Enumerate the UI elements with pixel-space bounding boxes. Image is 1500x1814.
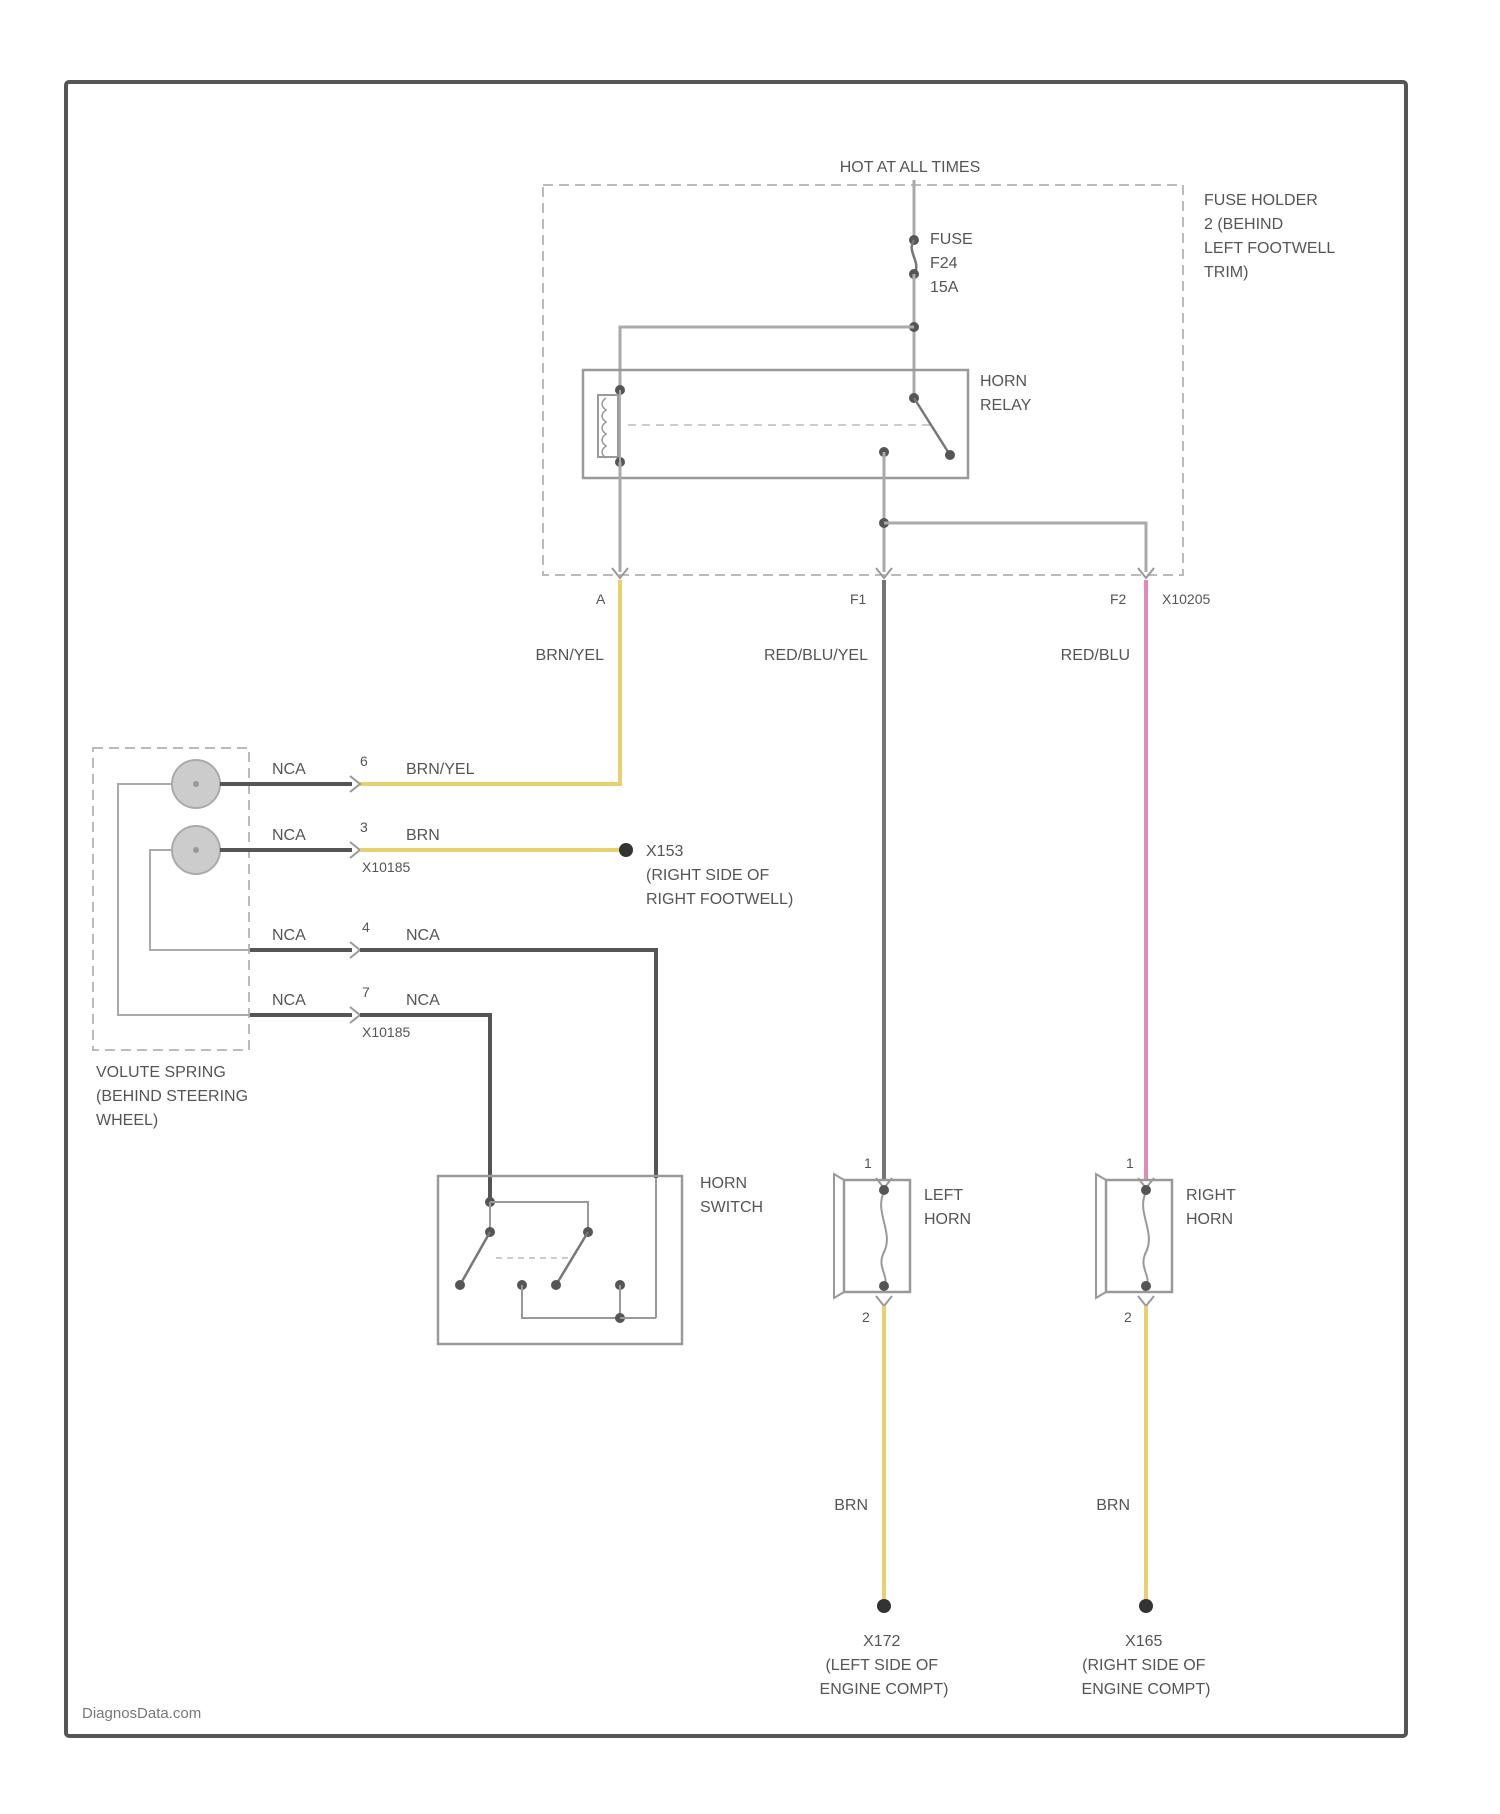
- horn-switch-arm-2: [556, 1232, 588, 1285]
- right-horn-brn-label: BRN: [1096, 1497, 1130, 1514]
- red-blu-yel-wire-label: RED/BLU/YEL: [764, 647, 868, 664]
- relay-coil: [598, 395, 618, 457]
- connector-x10185-label-1: X10185: [362, 859, 410, 875]
- pin-a-label: A: [596, 591, 606, 607]
- fuse-label: FUSE F24 15A: [930, 231, 977, 296]
- horn-switch-return: [522, 1285, 620, 1318]
- left-horn-bell: [834, 1174, 844, 1298]
- horn-switch-label: HORN SWITCH: [700, 1175, 763, 1216]
- horn-switch-contact-5: [551, 1280, 561, 1290]
- pin3-label: 3: [360, 819, 368, 835]
- left-horn-label: LEFT HORN: [924, 1187, 971, 1228]
- ground-x172-label: X172 (LEFT SIDE OF ENGINE COMPT): [820, 1633, 949, 1698]
- right-horn-feed-internal: [884, 523, 1146, 572]
- ground-x153-point: [619, 843, 633, 857]
- left-horn-brn-label: BRN: [834, 1497, 868, 1514]
- connector-x10185-label-2: X10185: [362, 1024, 410, 1040]
- brn-yel-label-pin6: BRN/YEL: [406, 761, 475, 778]
- horn-switch-bridge: [490, 1202, 588, 1232]
- fuse-holder-outline: [543, 185, 1183, 575]
- brn-yel-wire-label: BRN/YEL: [536, 647, 605, 664]
- right-horn-pin2-label: 2: [1124, 1309, 1132, 1325]
- right-horn-terminal-2: [1141, 1281, 1151, 1291]
- pin-f1-label: F1: [850, 591, 867, 607]
- horn-switch-arm-1: [460, 1232, 490, 1285]
- left-horn-terminal-2: [879, 1281, 889, 1291]
- nca-wire-pin7-right: [360, 1015, 490, 1200]
- ground-x165-label: X165 (RIGHT SIDE OF ENGINE COMPT): [1082, 1633, 1211, 1698]
- nca-label-pin4-left: NCA: [272, 927, 306, 944]
- right-horn-terminal-1: [1141, 1185, 1151, 1195]
- volute-spring-outline: [93, 748, 249, 1050]
- relay-contact-no: [945, 450, 955, 460]
- right-horn-coil: [1143, 1192, 1149, 1286]
- relay-coil-winding: [602, 398, 606, 458]
- right-horn-pin1-label: 1: [1126, 1155, 1134, 1171]
- right-horn-connector-bottom: [1138, 1296, 1154, 1306]
- nca-label-pin7-right: NCA: [406, 992, 440, 1009]
- watermark: DiagnosData.com: [82, 1705, 201, 1722]
- volute-spring-coil-1-hub: [193, 781, 199, 787]
- left-horn-coil: [881, 1192, 887, 1286]
- left-horn-pin2-label: 2: [862, 1309, 870, 1325]
- left-horn-pin1-label: 1: [864, 1155, 872, 1171]
- pin4-label: 4: [362, 919, 370, 935]
- nca-label-pin6: NCA: [272, 761, 306, 778]
- brn-yel-wire-vertical: [360, 580, 620, 784]
- horn-switch-contact-3: [455, 1280, 465, 1290]
- right-horn-bell: [1096, 1174, 1106, 1298]
- nca-wire-pin4-right: [360, 950, 656, 1178]
- volute-internal-wire-1: [118, 784, 250, 1015]
- volute-spring-coil-2-hub: [193, 847, 199, 853]
- connector-x10205-label: X10205: [1162, 591, 1210, 607]
- fuse-element: [912, 240, 917, 274]
- left-horn-connector-bottom: [876, 1296, 892, 1306]
- fuse-holder-label: FUSE HOLDER 2 (BEHIND LEFT FOOTWELL TRIM…: [1204, 192, 1339, 281]
- right-horn-body: [1106, 1180, 1172, 1292]
- right-horn-label: RIGHT HORN: [1186, 1187, 1240, 1228]
- ground-x172-point: [877, 1599, 891, 1613]
- left-horn-terminal-1: [879, 1185, 889, 1195]
- pin-f2-label: F2: [1110, 591, 1127, 607]
- coil-feed-wire: [620, 327, 914, 390]
- horn-relay-label: HORN RELAY: [980, 373, 1032, 414]
- nca-label-pin3: NCA: [272, 827, 306, 844]
- nca-label-pin4-right: NCA: [406, 927, 440, 944]
- pin6-label: 6: [360, 753, 368, 769]
- pin7-label: 7: [362, 984, 370, 1000]
- left-horn-body: [844, 1180, 910, 1292]
- nca-label-pin7-left: NCA: [272, 992, 306, 1009]
- hot-at-all-times-label: HOT AT ALL TIMES: [840, 159, 981, 176]
- ground-x165-point: [1139, 1599, 1153, 1613]
- relay-switch-arm: [914, 398, 950, 455]
- brn-label-pin3: BRN: [406, 827, 440, 844]
- diagram-frame: [66, 82, 1406, 1736]
- volute-spring-label: VOLUTE SPRING (BEHIND STEERING WHEEL): [96, 1064, 252, 1129]
- red-blu-wire-label: RED/BLU: [1061, 647, 1130, 664]
- ground-x153-label: X153 (RIGHT SIDE OF RIGHT FOOTWELL): [646, 843, 793, 908]
